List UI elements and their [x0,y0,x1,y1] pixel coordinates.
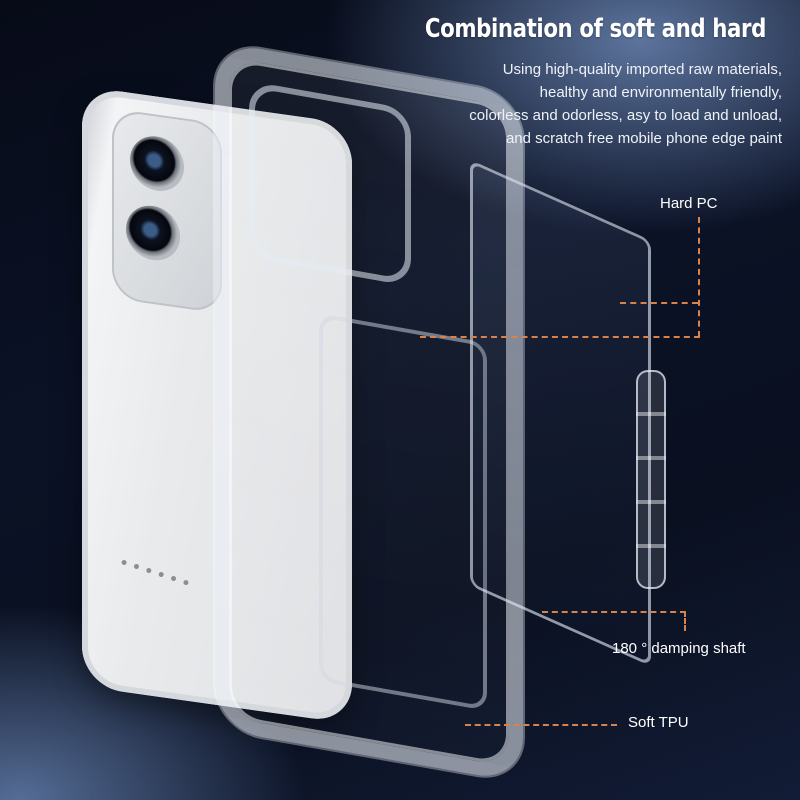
camera-module [112,108,222,314]
callout-hard-pc: Hard PC [660,195,718,212]
headline: Combination of soft and hard [424,14,766,44]
callout-line [542,611,686,613]
camera-cutout [249,80,411,287]
camera-lens-icon [130,132,184,195]
description-line: colorless and odorless, asy to load and … [469,107,782,124]
description: Using high-quality imported raw material… [469,58,782,150]
callout-line [684,611,686,631]
callout-damping-shaft: 180 ° damping shaft [612,640,746,657]
card-slot-frame [319,313,487,711]
description-line: and scratch free mobile phone edge paint [505,130,782,147]
description-line: healthy and environmentally friendly, [539,84,782,101]
hard-pc-plate-image [470,159,651,667]
callout-line [698,217,700,337]
callout-line [420,336,700,338]
callout-soft-tpu: Soft TPU [628,714,689,731]
callout-line [465,724,617,726]
camera-lens-icon [126,202,180,264]
callout-line [620,302,698,304]
damping-hinge-image [636,370,666,589]
description-line: Using high-quality imported raw material… [502,61,782,78]
